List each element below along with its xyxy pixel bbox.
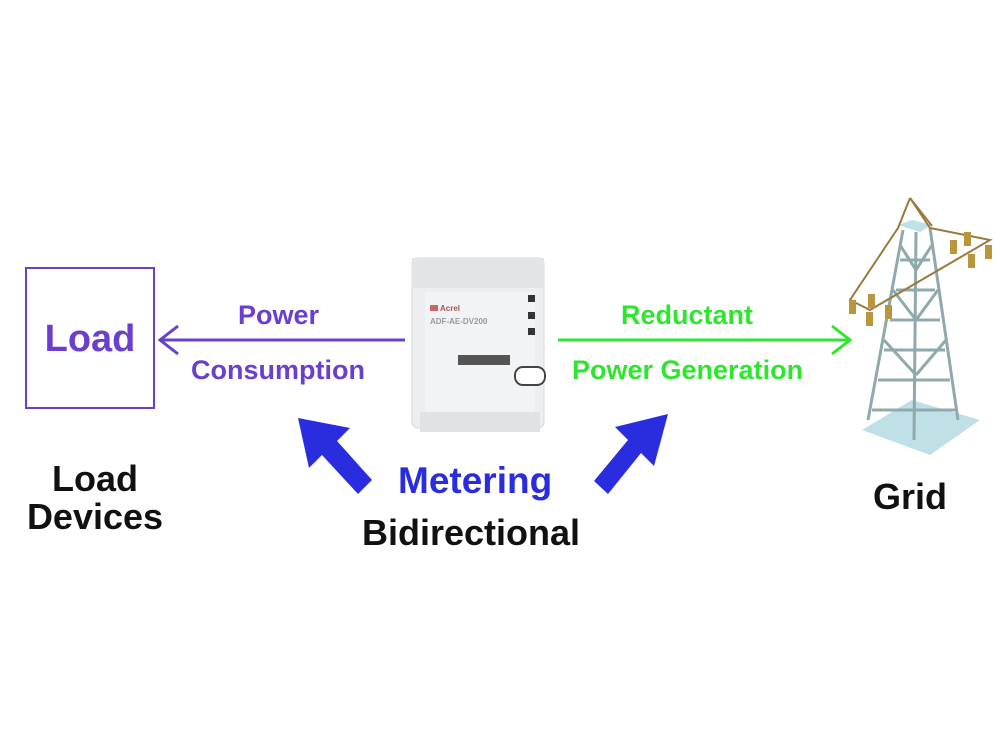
bidirectional-label: Bidirectional: [362, 512, 581, 553]
generation-label-line2: Power Generation: [572, 355, 804, 385]
transmission-tower-icon: [848, 197, 993, 455]
consumption-label-line1: Power: [238, 300, 320, 330]
load-devices-line2: Devices: [26, 496, 164, 537]
consumption-arrow: [157, 324, 405, 356]
generation-label-line1: Reductant: [621, 300, 754, 330]
load-box: [25, 267, 155, 409]
meter-brand-logo: Acrel: [440, 304, 460, 313]
generation-arrow: [558, 324, 853, 356]
metering-arrow-right: [594, 414, 668, 494]
energy-meter-image: Acrel ADF-AE-DV200: [411, 257, 546, 432]
meter-model-logo: ADF-AE-DV200: [430, 317, 488, 326]
consumption-label-line2: Consumption: [191, 355, 365, 385]
metering-arrow-left: [298, 418, 372, 494]
metering-label: Metering: [398, 460, 553, 501]
load-devices-line1: Load: [52, 458, 138, 499]
grid-label: Grid: [872, 476, 947, 517]
load-label: Load: [44, 318, 136, 360]
